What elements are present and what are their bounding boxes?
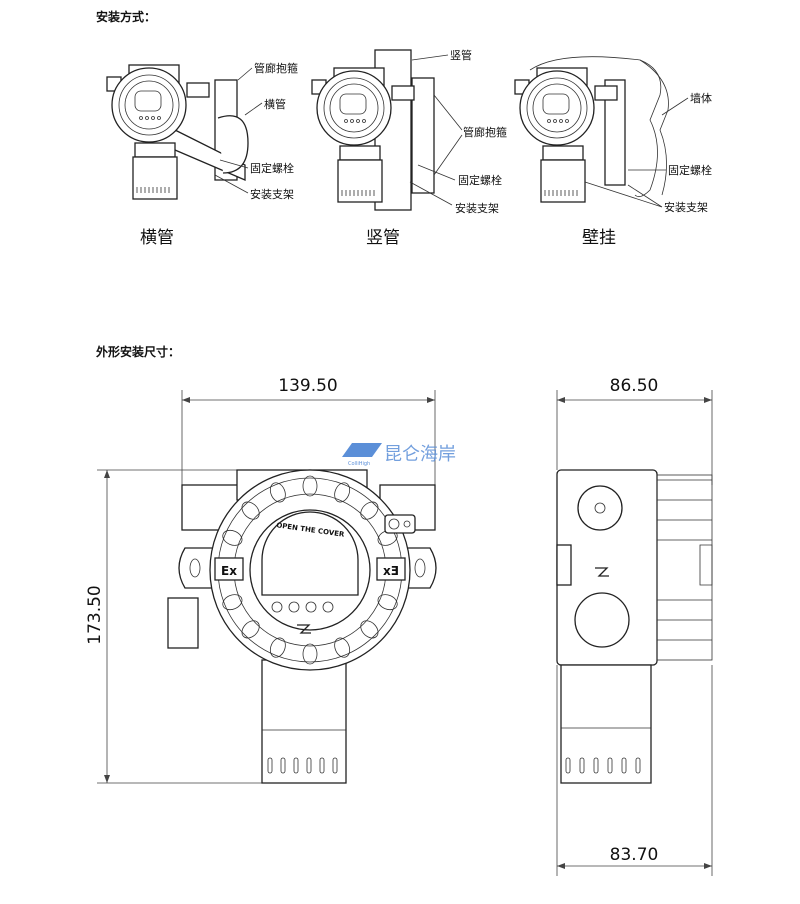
svg-text:安装支架: 安装支架 bbox=[250, 187, 294, 201]
front-view-dimensions: 139.50 173.50 bbox=[85, 376, 436, 784]
bezel-lug bbox=[241, 501, 260, 520]
bezel-lug bbox=[222, 594, 243, 611]
logo-icon bbox=[297, 624, 311, 634]
side-view-dimensions: 86.50 83.70 bbox=[556, 376, 713, 876]
bezel-lug bbox=[269, 482, 286, 503]
bezel-lug bbox=[334, 482, 351, 503]
bezel-lug bbox=[241, 620, 260, 639]
svg-text:固定螺栓: 固定螺栓 bbox=[458, 173, 502, 187]
bezel-lug bbox=[302, 475, 318, 497]
svg-text:Ex: Ex bbox=[221, 564, 237, 578]
svg-text:安装支架: 安装支架 bbox=[455, 201, 499, 215]
front-height-label: 173.50 bbox=[85, 585, 105, 644]
watermark-logo: ColliHigh 昆仑海岸 bbox=[342, 443, 456, 467]
front-width-label: 139.50 bbox=[278, 376, 337, 396]
bezel-lug bbox=[377, 594, 398, 611]
svg-text:固定螺栓: 固定螺栓 bbox=[668, 163, 712, 177]
svg-text:ColliHigh: ColliHigh bbox=[348, 461, 370, 467]
install-methods-title: 安装方式： bbox=[96, 10, 157, 24]
bezel-lug bbox=[269, 637, 286, 658]
bezel-lug bbox=[360, 501, 379, 520]
front-view-device: OPEN THE COVER Ex Ex bbox=[167, 469, 437, 784]
caption-wall: 壁挂 bbox=[582, 228, 616, 248]
bezel-lug bbox=[360, 620, 379, 639]
svg-text:昆仑海岸: 昆仑海岸 bbox=[384, 444, 456, 465]
bezel-lug bbox=[222, 529, 243, 546]
svg-text:安装支架: 安装支架 bbox=[664, 200, 708, 214]
bezel-lug bbox=[302, 643, 318, 665]
install-horizontal-pipe: 管廊抱箍 横管 固定螺栓 安装支架 横管 bbox=[106, 61, 298, 248]
svg-text:固定螺栓: 固定螺栓 bbox=[250, 161, 294, 175]
svg-text:竖管: 竖管 bbox=[450, 48, 472, 62]
svg-text:管廊抱箍: 管廊抱箍 bbox=[254, 61, 298, 75]
svg-text:墙体: 墙体 bbox=[690, 91, 712, 105]
svg-text:Ex: Ex bbox=[383, 564, 399, 578]
svg-text:横管: 横管 bbox=[264, 97, 286, 111]
caption-horizontal: 横管 bbox=[140, 228, 174, 248]
side-bottom-width-label: 83.70 bbox=[610, 845, 659, 865]
bezel-lug bbox=[334, 637, 351, 658]
install-wall: 墙体 固定螺栓 安装支架 壁挂 bbox=[514, 56, 712, 248]
install-vertical-pipe: 竖管 管廊抱箍 固定螺栓 安装支架 竖管 bbox=[311, 48, 507, 248]
side-view-device bbox=[556, 469, 713, 784]
side-top-width-label: 86.50 bbox=[610, 376, 659, 396]
caption-vertical: 竖管 bbox=[366, 228, 400, 248]
svg-text:管廊抱箍: 管廊抱箍 bbox=[463, 125, 507, 139]
dimensions-title: 外形安装尺寸： bbox=[96, 345, 181, 359]
